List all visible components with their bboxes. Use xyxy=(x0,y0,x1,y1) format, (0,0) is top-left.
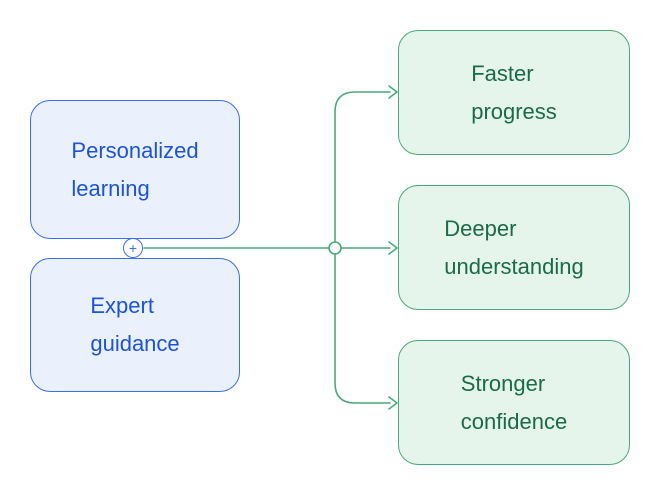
node-label-line: confidence xyxy=(460,408,568,434)
node-label: Expert guidance xyxy=(90,287,179,363)
merge-junction[interactable]: + xyxy=(123,238,143,258)
node-label: Personalized learning xyxy=(71,132,198,208)
node-stronger-confidence[interactable]: Stronger confidence xyxy=(398,340,630,465)
node-label-line: Faster xyxy=(471,60,534,86)
connector-bottom-branch xyxy=(334,253,391,404)
plus-icon: + xyxy=(128,240,138,256)
node-label-line: Personalized xyxy=(71,137,199,163)
arrowhead-middle-icon xyxy=(388,241,398,255)
node-label: Faster progress xyxy=(471,55,557,131)
node-label-line: learning xyxy=(71,175,150,201)
node-label: Deeper understanding xyxy=(444,210,583,286)
node-deeper-understanding[interactable]: Deeper understanding xyxy=(398,185,630,310)
connector-top-branch xyxy=(334,91,391,243)
node-label-line: Expert xyxy=(90,293,154,319)
node-label-line: understanding xyxy=(444,253,584,279)
node-label-line: progress xyxy=(471,98,557,124)
arrowhead-bottom-icon xyxy=(388,396,398,410)
arrowhead-top-icon xyxy=(388,85,398,99)
node-label-line: guidance xyxy=(90,331,180,356)
node-faster-progress[interactable]: Faster progress xyxy=(398,30,630,155)
node-personalized-learning[interactable]: Personalized learning xyxy=(30,100,240,239)
node-label-line: Stronger xyxy=(460,370,546,396)
branch-node xyxy=(328,241,342,255)
node-label-line: Deeper xyxy=(444,215,517,241)
node-expert-guidance[interactable]: Expert guidance xyxy=(30,258,240,392)
node-label: Stronger confidence xyxy=(461,365,567,441)
